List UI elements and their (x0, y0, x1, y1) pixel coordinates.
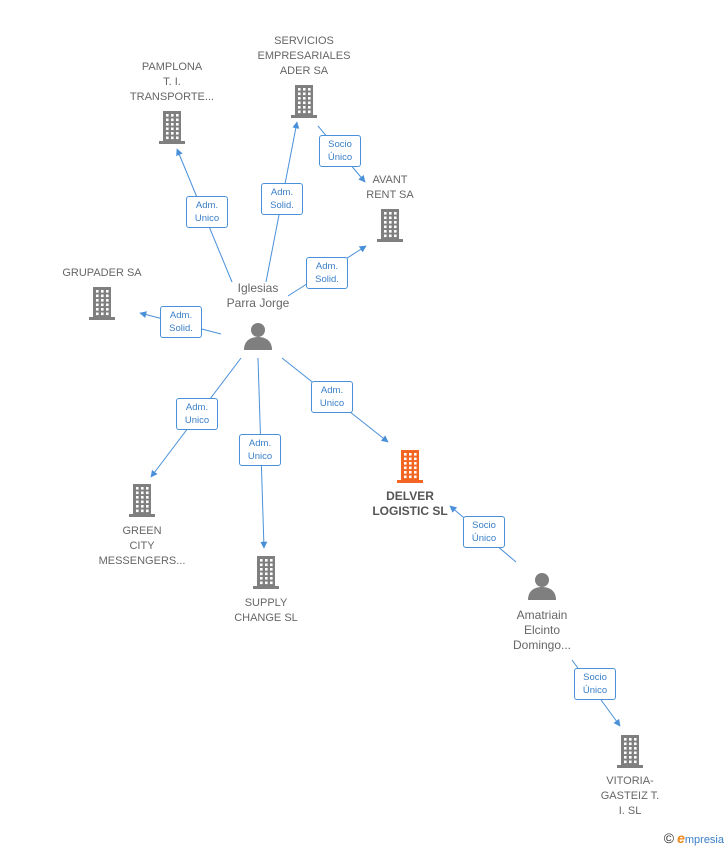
relation-label-iglesias-delver[interactable]: Adm. Unico (311, 381, 353, 413)
relation-label-iglesias-supply[interactable]: Adm. Unico (239, 434, 281, 466)
relation-label-iglesias-green[interactable]: Adm. Unico (176, 398, 218, 430)
relation-label-amatriain-delver[interactable]: Socio Único (463, 516, 505, 548)
brand-initial: e (677, 830, 685, 846)
building-icon (126, 482, 158, 523)
person-icon (527, 571, 557, 606)
relation-label-servicios-avant[interactable]: Socio Único (319, 135, 361, 167)
relation-label-iglesias-pamplona[interactable]: Adm. Unico (186, 196, 228, 228)
brand-footer: ©empresia (664, 830, 724, 846)
relation-label-amatriain-vitoria[interactable]: Socio Único (574, 668, 616, 700)
company-label-supply: SUPPLY CHANGE SL (234, 597, 298, 624)
company-label-avant: AVANT RENT SA (366, 174, 414, 201)
person-icon (243, 321, 273, 356)
company-label-servicios: SERVICIOS EMPRESARIALES ADER SA (257, 35, 351, 77)
company-label-pamplona: PAMPLONA T. I. TRANSPORTE... (129, 61, 215, 103)
person-label-iglesias: Iglesias Parra Jorge (226, 281, 290, 310)
copyright-symbol: © (663, 830, 675, 846)
person-label-amatriain: Amatriain Elcinto Domingo... (512, 608, 572, 652)
company-label-vitoria: VITORIA- GASTEIZ T. I. SL (600, 775, 660, 817)
company-label-green: GREEN CITY MESSENGERS... (98, 525, 186, 567)
building-icon (156, 109, 188, 150)
relation-label-iglesias-servicios[interactable]: Adm. Solid. (261, 183, 303, 215)
relation-label-iglesias-avant[interactable]: Adm. Solid. (306, 257, 348, 289)
company-label-delver: DELVER LOGISTIC SL (372, 489, 448, 518)
company-label-grupader: GRUPADER SA (62, 267, 142, 279)
building-icon (288, 83, 320, 124)
relation-label-iglesias-grupader[interactable]: Adm. Solid. (160, 306, 202, 338)
building-icon (374, 207, 406, 248)
building-icon (614, 733, 646, 774)
brand-name: mpresia (684, 834, 724, 846)
building-icon (86, 285, 118, 326)
building-icon (250, 554, 282, 595)
building-icon (394, 448, 426, 489)
